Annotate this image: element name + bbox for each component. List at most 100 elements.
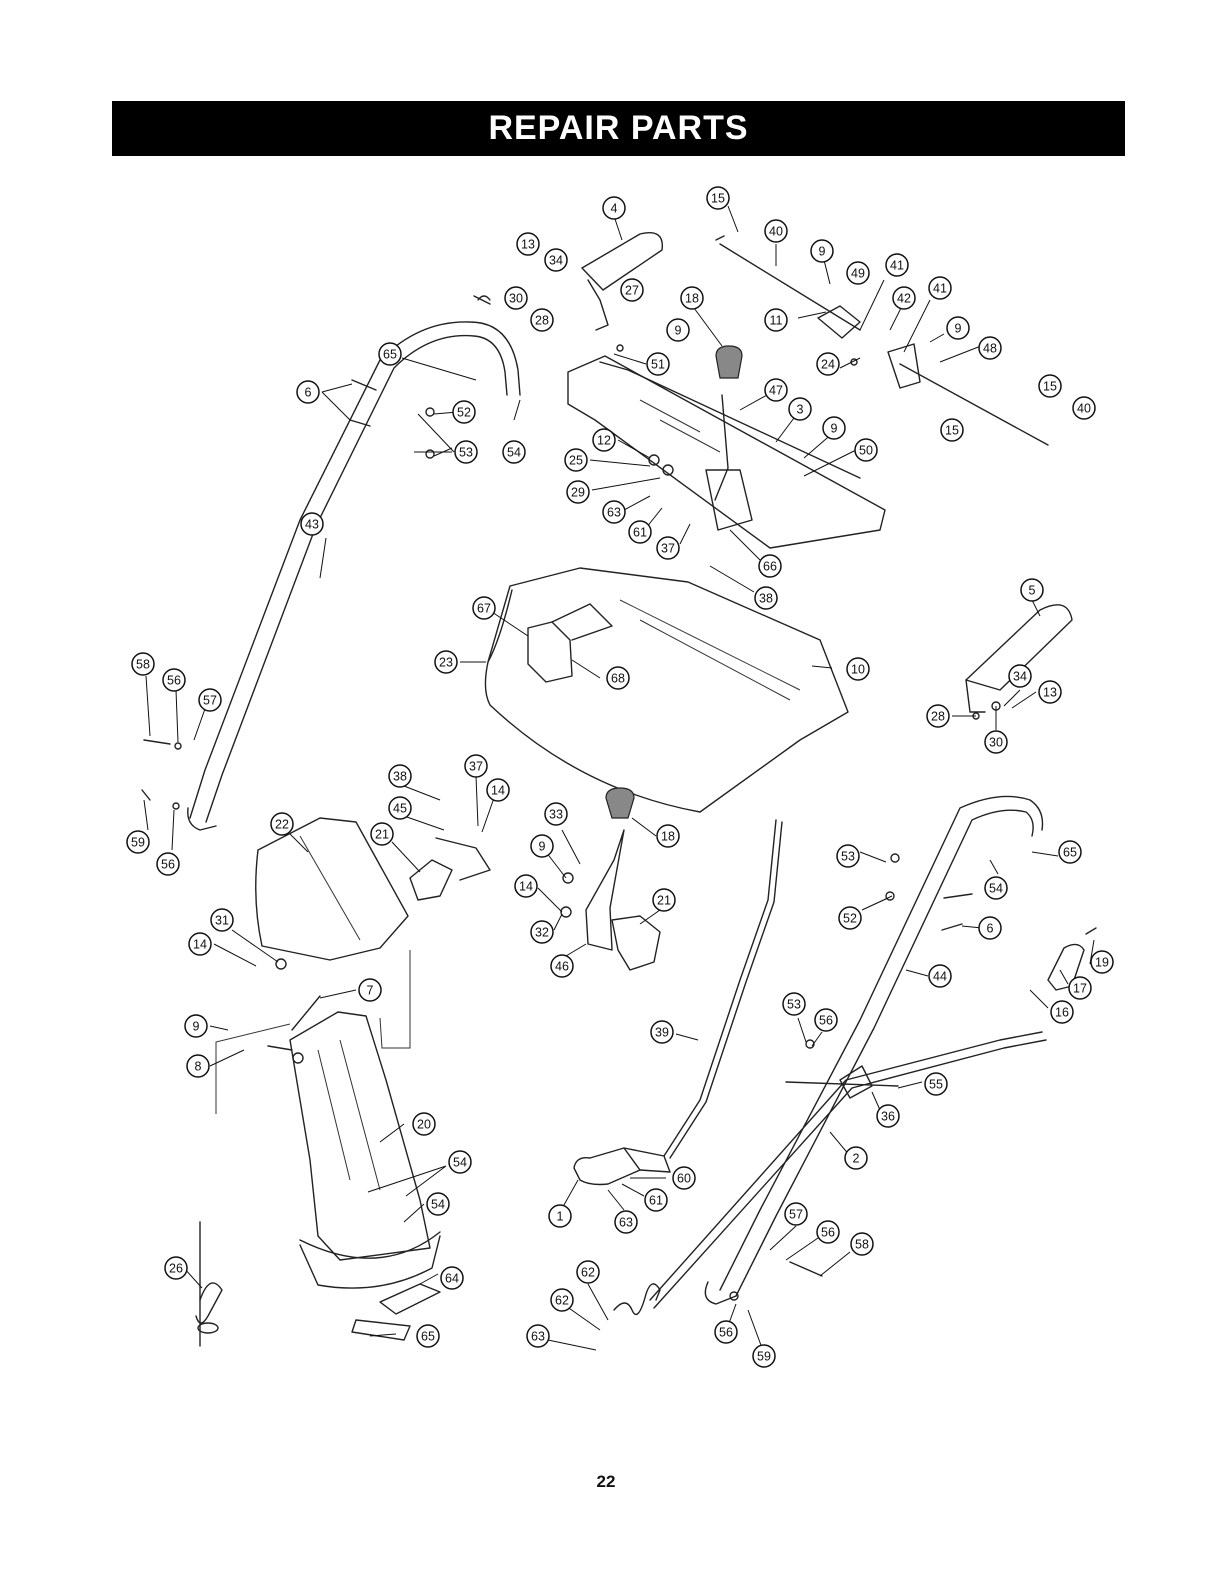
callout-circle: [184, 1014, 208, 1038]
rod-40-upper: [715, 235, 1049, 446]
callout-circle: [978, 916, 1002, 940]
callout-label: 14: [491, 784, 505, 798]
chute-base-64: [299, 1235, 441, 1341]
callout-label: 30: [989, 736, 1003, 750]
callout-circle: [544, 802, 568, 826]
callout-label: 62: [581, 1266, 595, 1280]
callout-label: 16: [1055, 1006, 1069, 1020]
header-bar: REPAIR PARTS: [112, 101, 1125, 156]
callout-label: 53: [787, 998, 801, 1012]
callout-54: 54: [426, 1192, 450, 1216]
callout-63: 63: [614, 1210, 638, 1234]
callout-circle: [602, 500, 626, 524]
callout-circle: [388, 796, 412, 820]
callout-label: 24: [821, 358, 835, 372]
callout-58: 58: [850, 1232, 874, 1256]
callout-61: 61: [628, 520, 652, 544]
shroud-23: [484, 567, 849, 813]
callout-circle: [764, 308, 788, 332]
spring-62: [613, 1283, 661, 1316]
callout-30: 30: [504, 286, 528, 310]
callout-26: 26: [164, 1256, 188, 1280]
callout-label: 36: [881, 1110, 895, 1124]
callout-circle: [1072, 396, 1096, 420]
callout-label: 4: [611, 202, 618, 216]
callout-label: 67: [477, 602, 491, 616]
callout-label: 15: [1043, 380, 1057, 394]
callout-circle: [714, 1320, 738, 1344]
callout-9: 9: [184, 1014, 208, 1038]
callout-53: 53: [454, 440, 478, 464]
callout-circle: [1068, 976, 1092, 1000]
callout-circle: [885, 253, 909, 277]
callout-circle: [388, 764, 412, 788]
callout-circle: [876, 1104, 900, 1128]
callout-14: 14: [486, 778, 510, 802]
callout-65: 65: [378, 342, 402, 366]
callout-label: 46: [555, 960, 569, 974]
callout-label: 18: [685, 292, 699, 306]
callout-circle: [516, 232, 540, 256]
callout-circle: [606, 666, 630, 690]
callout-60: 60: [672, 1166, 696, 1190]
callout-label: 54: [431, 1198, 445, 1212]
callout-circle: [448, 1150, 472, 1174]
callout-label: 6: [305, 386, 312, 400]
callout-label: 29: [571, 486, 585, 500]
callout-label: 25: [569, 454, 583, 468]
callout-circle: [652, 888, 676, 912]
callout-label: 11: [770, 314, 783, 328]
callout-circle: [126, 830, 150, 854]
hairpin-26: [195, 1221, 223, 1347]
callout-label: 1: [557, 1210, 564, 1224]
chute-20: [215, 950, 441, 1261]
callout-circle: [650, 1020, 674, 1044]
callout-58: 58: [131, 652, 155, 676]
callout-4: 4: [602, 196, 626, 220]
callout-label: 22: [275, 818, 289, 832]
callout-label: 21: [657, 894, 671, 908]
bracket-36: [839, 1065, 873, 1099]
callout-64: 64: [440, 1266, 464, 1290]
callout-52: 52: [452, 400, 476, 424]
callout-label: 44: [933, 970, 947, 984]
callout-circle: [928, 276, 952, 300]
callout-label: 13: [1043, 686, 1057, 700]
callout-6: 6: [978, 916, 1002, 940]
callout-circle: [984, 876, 1008, 900]
callout-59: 59: [126, 830, 150, 854]
callout-21: 21: [370, 822, 394, 846]
callout-16: 16: [1050, 1000, 1074, 1024]
callout-label: 2: [853, 1152, 860, 1166]
callout-circle: [814, 1008, 838, 1032]
callout-label: 60: [677, 1172, 691, 1186]
callout-circle: [530, 308, 554, 332]
callout-32: 32: [530, 920, 554, 944]
callout-circle: [210, 908, 234, 932]
lever-bracket-46: [585, 829, 661, 971]
callout-circle: [296, 380, 320, 404]
callout-29: 29: [566, 480, 590, 504]
callout-9: 9: [946, 316, 970, 340]
callout-label: 19: [1095, 956, 1109, 970]
callout-circle: [472, 596, 496, 620]
callout-44: 44: [928, 964, 952, 988]
callout-circle: [378, 342, 402, 366]
callout-label: 58: [855, 1238, 869, 1252]
callout-14: 14: [188, 932, 212, 956]
grip-left-4: [581, 232, 664, 331]
callout-27: 27: [620, 278, 644, 302]
callout-circle: [566, 480, 590, 504]
callout-circle: [602, 196, 626, 220]
callout-63: 63: [602, 500, 626, 524]
callout-5: 5: [1020, 578, 1044, 602]
callout-circle: [454, 440, 478, 464]
page-title: REPAIR PARTS: [488, 109, 749, 147]
callout-label: 56: [821, 1226, 835, 1240]
callout-label: 53: [459, 446, 473, 460]
grip-16-17: [1047, 927, 1097, 991]
callout-label: 9: [675, 324, 682, 338]
callout-9: 9: [822, 416, 846, 440]
callout-circle: [426, 1192, 450, 1216]
